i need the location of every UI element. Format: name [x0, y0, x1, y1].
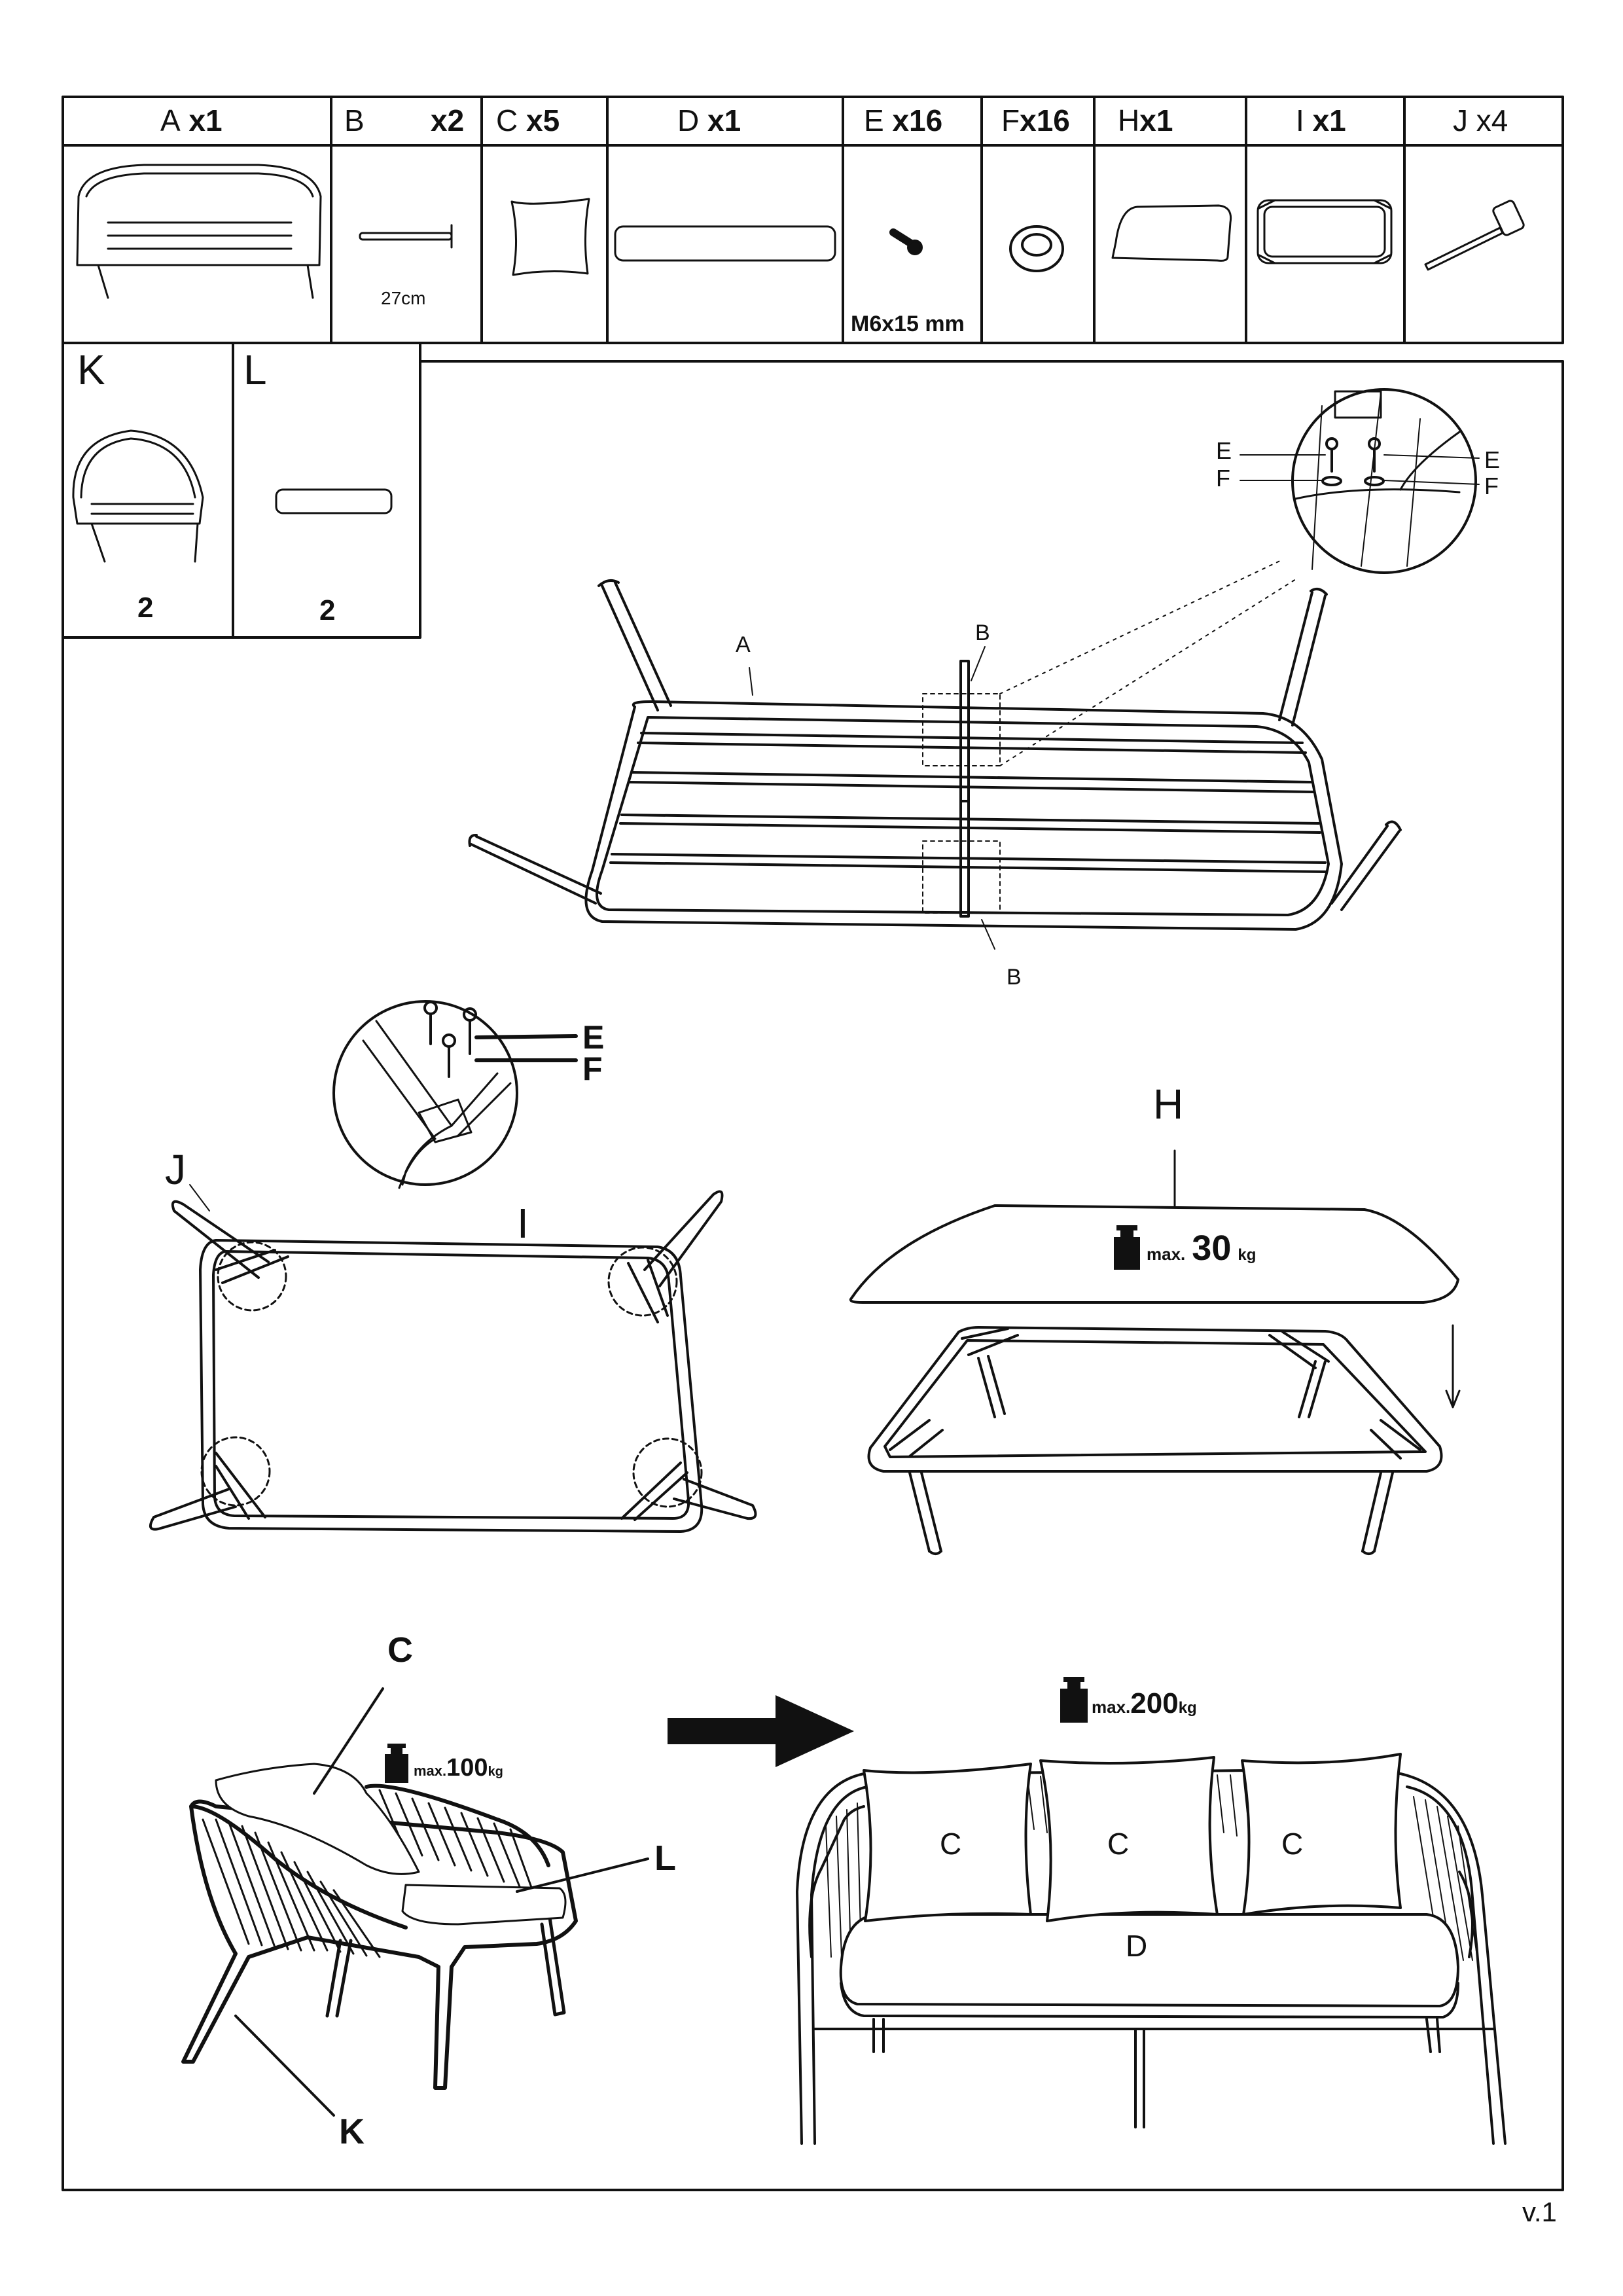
part-b-length: 27cm — [381, 288, 426, 308]
step5-seat-d: D — [1126, 1929, 1148, 1963]
step3-max-load: max. 30 kg — [1147, 1229, 1257, 1268]
step1-detail-circle — [1240, 388, 1480, 574]
step1-detail-f-right: F — [1484, 473, 1499, 499]
part-l-letter: L — [243, 346, 267, 393]
step1-detail-e-left: E — [1216, 437, 1232, 464]
step1-detail-e-right: E — [1484, 446, 1501, 473]
step5-cushion-1: C — [940, 1827, 962, 1861]
part-b-header: B — [344, 103, 365, 137]
step2-detail-circle — [332, 1000, 578, 1189]
step2-detail-e: E — [582, 1019, 605, 1056]
step4-weight-icon — [385, 1744, 408, 1783]
step4-label-l: L — [654, 1839, 676, 1878]
step3-weight-icon — [1114, 1225, 1140, 1270]
part-k-chair-icon — [72, 429, 204, 563]
part-a-sofa-icon — [76, 164, 322, 299]
part-k-count: 2 — [137, 592, 154, 624]
step2-label-i: I — [517, 1200, 529, 1247]
part-a-header: A x1 — [160, 103, 223, 137]
step1-sofa-frame — [468, 559, 1402, 950]
step5-cushion-3: C — [1281, 1827, 1304, 1861]
part-e-screw-icon — [889, 228, 923, 255]
step2-label-j: J — [165, 1146, 186, 1193]
part-i-header: I x1 — [1296, 103, 1346, 137]
step5-sofa — [796, 1753, 1507, 2145]
part-k-letter: K — [77, 346, 105, 393]
part-h-tabletop-icon — [1111, 204, 1232, 262]
step2-detail-f: F — [582, 1050, 603, 1087]
step5-weight-icon — [1060, 1677, 1088, 1723]
direction-arrow-icon — [668, 1695, 854, 1767]
step1-label-b-top: B — [975, 620, 990, 645]
part-j-header: J x4 — [1453, 103, 1508, 137]
step3-label-h: H — [1153, 1081, 1184, 1128]
step1-label-a: A — [736, 632, 751, 657]
step3-tabletop — [849, 1149, 1459, 1304]
part-e-size: M6x15 mm — [851, 312, 965, 336]
part-c-header: C x5 — [496, 103, 560, 137]
part-b-qty: x2 — [431, 103, 465, 137]
part-e-header: E x16 — [864, 103, 943, 137]
part-c-pillow-icon — [510, 198, 590, 276]
step5-cushion-2: C — [1107, 1827, 1130, 1861]
step3-table-frame — [867, 1324, 1461, 1555]
part-d-header: D x1 — [677, 103, 741, 137]
parts-table-frame — [62, 96, 1564, 2191]
step4-label-c: C — [387, 1630, 413, 1670]
version-label: v.1 — [1522, 2197, 1557, 2227]
step1-detail-f-left: F — [1216, 465, 1230, 492]
part-f-washer-icon — [1009, 225, 1064, 272]
part-i-table-frame-icon — [1257, 199, 1393, 264]
step4-chair — [181, 1687, 649, 2117]
step1-label-b-bottom: B — [1007, 965, 1022, 990]
part-l-chair-cushion-icon — [275, 488, 393, 514]
part-j-table-leg-icon — [1424, 200, 1525, 271]
part-b-leg-icon — [359, 224, 453, 249]
part-l-count: 2 — [319, 594, 336, 626]
step4-label-k: K — [339, 2112, 365, 2151]
part-d-seat-cushion-icon — [614, 225, 836, 262]
step2-table-frame — [149, 1184, 757, 1533]
